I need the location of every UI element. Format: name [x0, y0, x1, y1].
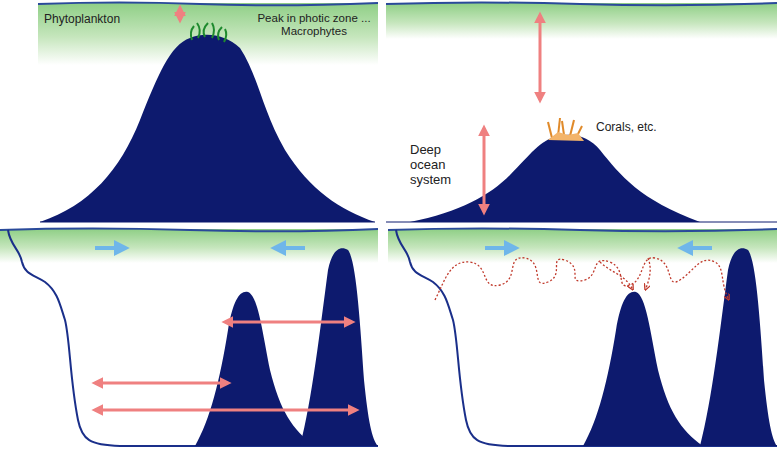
panel-bottom-right	[388, 229, 777, 447]
text-label: Deep ocean system	[410, 143, 478, 188]
text-label: Corals, etc.	[596, 121, 686, 135]
panel-top-right	[386, 3, 777, 223]
text-label: Peak in photic zone ... Macrophytes	[250, 12, 378, 38]
panel-top-left	[38, 3, 378, 223]
text-label: Phytoplankton	[44, 13, 154, 27]
panel-bottom-left	[0, 229, 378, 447]
